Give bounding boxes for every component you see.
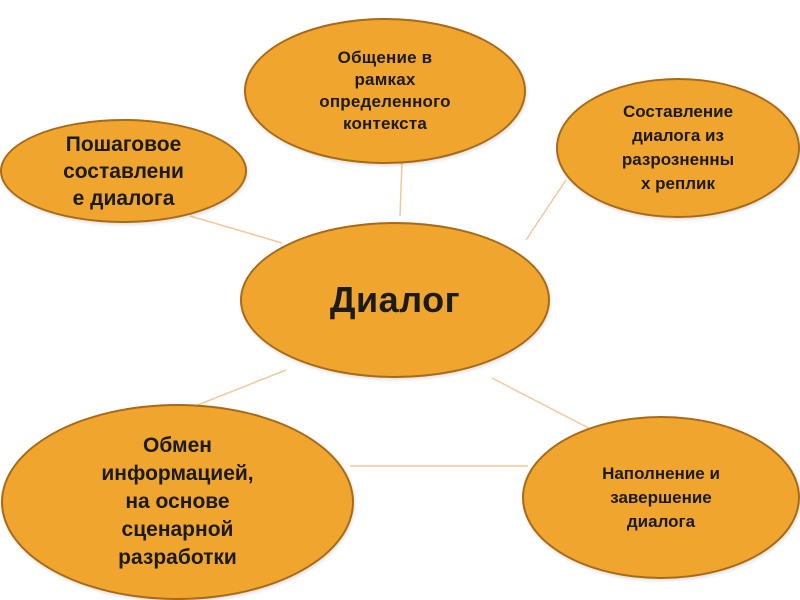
center-label: Диалог (329, 279, 461, 320)
connector-center-left (189, 215, 283, 244)
node-filling-completion: Наполнение и завершение диалога (522, 416, 800, 579)
node-label: Наполнение и завершение диалога (602, 463, 720, 531)
connector-center-right (525, 179, 567, 241)
connector-center-bottom-right (491, 377, 605, 437)
node-composition-from-replicas: Составление диалога из разрозненны х реп… (556, 78, 800, 218)
node-label: Обмен информацией, на основе сценарной р… (101, 434, 254, 569)
connector-center-top (399, 161, 403, 217)
node-label: Составление диалога из разрозненны х реп… (621, 102, 735, 193)
node-stepwise-composition: Пошаговое составлени е диалога (0, 119, 247, 223)
node-center-dialog: Диалог (240, 222, 550, 378)
node-information-exchange: Обмен информацией, на основе сценарной р… (1, 404, 354, 600)
node-label: Общение в рамках определенного контекста (319, 48, 451, 133)
node-communication-context: Общение в рамках определенного контекста (244, 18, 526, 164)
node-label: Пошаговое составлени е диалога (63, 132, 184, 210)
